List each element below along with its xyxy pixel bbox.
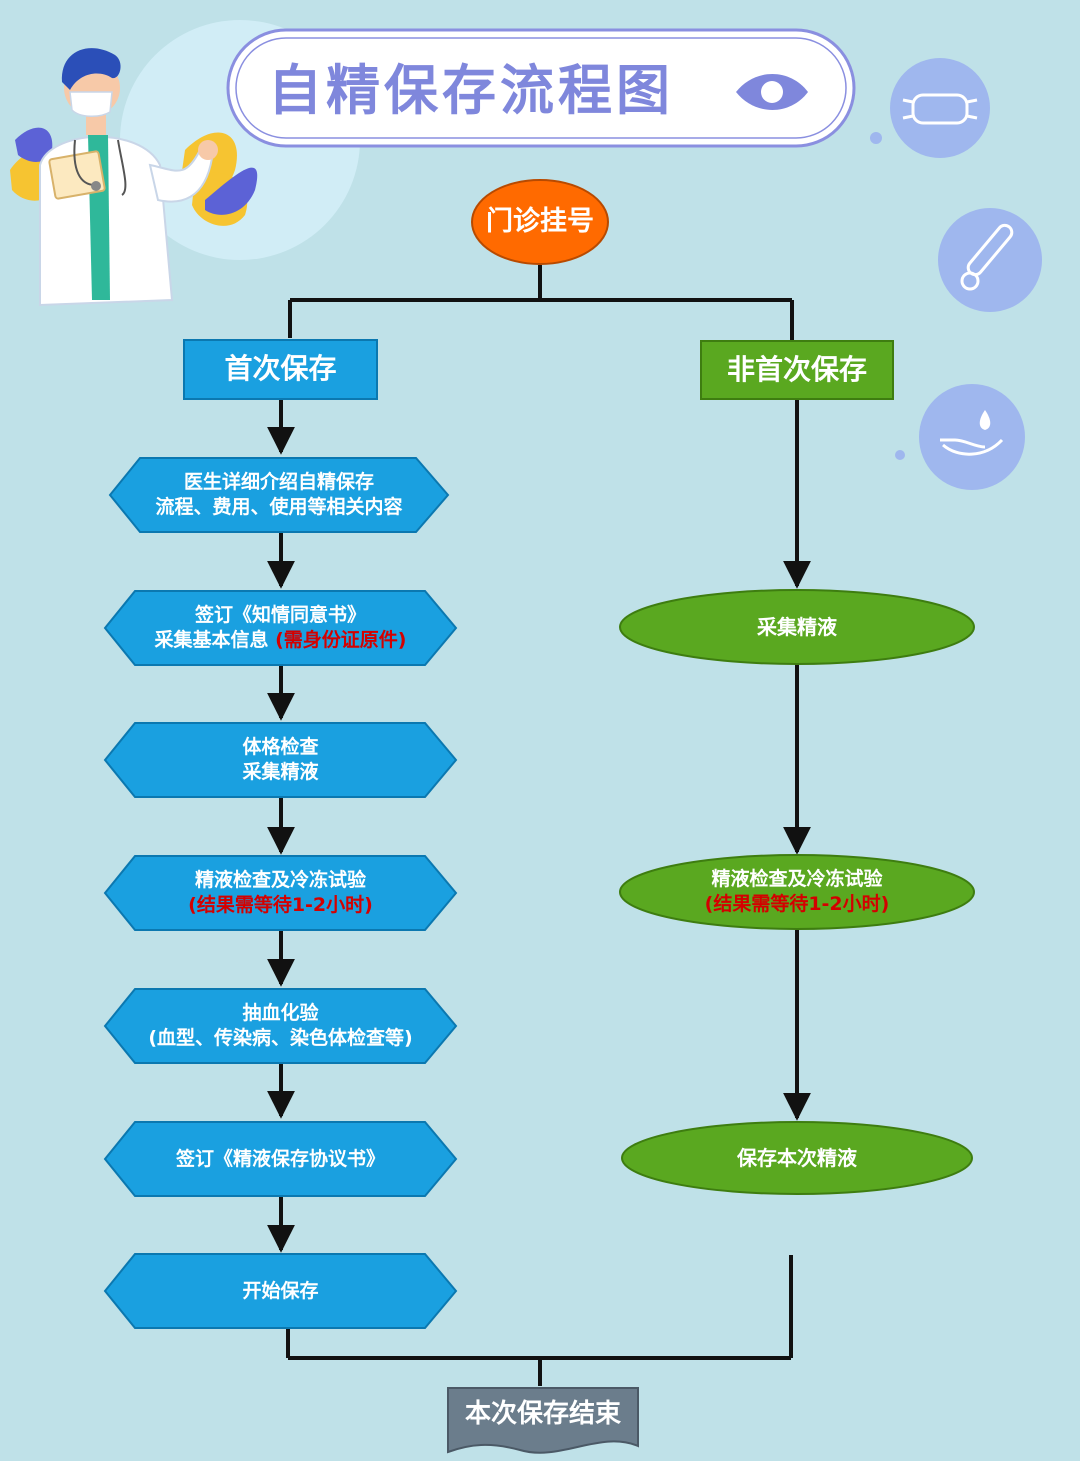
repeat-branch-header-label: 非首次保存 xyxy=(726,352,867,386)
first-step-3-line-2: 采集精液 xyxy=(242,761,319,783)
first-step-5-label: 抽血化验 (血型、传染病、染色体检查等) xyxy=(105,989,456,1063)
first-step-shape xyxy=(103,590,458,666)
first-step-1-line-1: 医生详细介绍自精保存 xyxy=(183,471,374,494)
hand-wash-icon xyxy=(919,384,1025,490)
doctor-illustration xyxy=(10,48,258,307)
first-step-5-line-1: 抽血化验 xyxy=(242,1002,319,1025)
start-node-label: 门诊挂号 xyxy=(486,206,594,238)
first-step-shape xyxy=(103,855,458,931)
first-step-2-line-2: 采集基本信息 (需身份证原件) xyxy=(154,628,406,653)
repeat-step-shape xyxy=(621,1121,973,1195)
first-step-shape xyxy=(103,988,458,1064)
first-step-4-line-1: 精液检查及冷冻试验 xyxy=(194,869,366,892)
repeat-step-1-label: 采集精液 xyxy=(620,590,974,664)
first-step-shape xyxy=(108,457,450,533)
first-step-1-label: 医生详细介绍自精保存 流程、费用、使用等相关内容 xyxy=(110,458,448,532)
first-step-shape xyxy=(103,1121,458,1197)
first-step-4-note: (结果需等待1-2小时) xyxy=(188,894,373,916)
first-step-1-line-2: 流程、费用、使用等相关内容 xyxy=(155,496,403,518)
first-step-4-label: 精液检查及冷冻试验 (结果需等待1-2小时) xyxy=(105,856,456,930)
connectors xyxy=(267,265,811,1386)
start-node xyxy=(471,179,609,265)
mask-icon xyxy=(890,58,990,158)
first-step-shape xyxy=(103,1253,458,1329)
repeat-step-shape xyxy=(619,854,975,930)
first-step-2-note: (需身份证原件) xyxy=(275,629,407,651)
first-branch-shapes xyxy=(103,457,458,1329)
first-step-2-line-2-text: 采集基本信息 xyxy=(154,629,269,651)
end-node xyxy=(447,1387,639,1454)
first-step-7-line-1: 开始保存 xyxy=(242,1279,319,1302)
repeat-branch-header xyxy=(700,340,894,400)
first-step-6-label: 签订《精液保存协议书》 xyxy=(105,1122,456,1196)
first-step-5-line-2: (血型、传染病、染色体检查等) xyxy=(148,1027,413,1049)
first-step-2-label: 签订《知情同意书》 采集基本信息 (需身份证原件) xyxy=(105,591,456,665)
decor-dot xyxy=(870,132,882,144)
repeat-step-2-note: (结果需等待1-2小时) xyxy=(704,893,890,915)
thermometer-icon xyxy=(938,208,1042,312)
repeat-step-shape xyxy=(619,589,975,665)
first-step-3-label: 体格检查 采集精液 xyxy=(105,723,456,797)
first-step-6-line-1: 签订《精液保存协议书》 xyxy=(175,1147,385,1170)
repeat-step-2-line-1: 精液检查及冷冻试验 xyxy=(711,868,883,891)
first-step-7-label: 开始保存 xyxy=(105,1254,456,1328)
repeat-step-3-label: 保存本次精液 xyxy=(622,1122,972,1194)
repeat-step-1-line-1: 采集精液 xyxy=(757,615,837,639)
first-branch-header-label: 首次保存 xyxy=(224,352,337,386)
title-capsule-inner xyxy=(235,37,847,139)
repeat-step-2-label: 精液检查及冷冻试验 (结果需等待1-2小时) xyxy=(620,855,974,929)
first-branch-header xyxy=(183,339,378,400)
eye-icon xyxy=(736,74,808,110)
first-step-shape xyxy=(103,722,458,798)
first-step-3-line-1: 体格检查 xyxy=(242,736,319,759)
repeat-step-3-line-1: 保存本次精液 xyxy=(737,1146,857,1170)
end-node-label: 本次保存结束 xyxy=(464,1399,621,1430)
repeat-branch-shapes xyxy=(619,589,975,1195)
first-step-2-line-1: 签订《知情同意书》 xyxy=(194,604,366,627)
decor-dot xyxy=(895,450,905,460)
page-title: 自精保存流程图 xyxy=(268,59,674,122)
